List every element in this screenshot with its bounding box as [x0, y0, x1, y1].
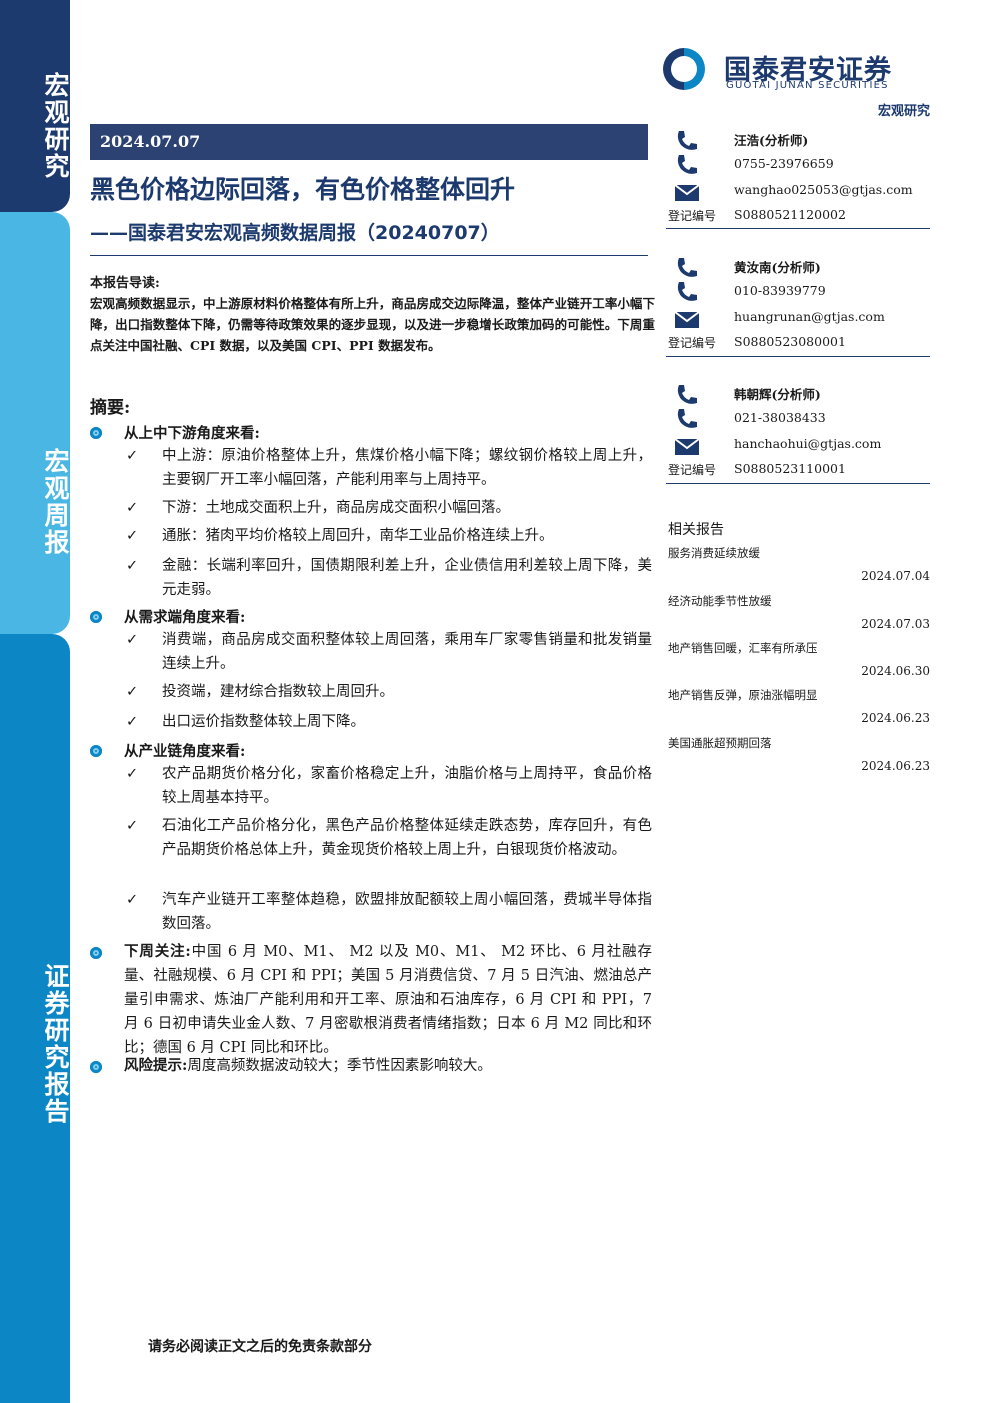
summary-heading: 摘要:	[90, 398, 131, 418]
related-reports-heading: 相关报告	[668, 522, 724, 538]
side-tab-macro-research: 宏观研究	[0, 0, 70, 212]
side-tab-securities-report: 证券研究报告	[0, 634, 70, 1403]
related-report-date: 2024.06.23	[861, 711, 930, 725]
analyst-name: 黄汝南(分析师)	[734, 260, 821, 275]
report-title: 黑色价格边际回落，有色价格整体回升	[90, 175, 516, 204]
list-item-text: 农产品期货价格分化，家畜价格稳定上升，油脂价格与上周持平，食品价格较上周基本持平…	[162, 766, 652, 806]
phone-icon	[677, 258, 697, 277]
logo-text-en: GUOTAI JUNAN SECURITIES	[726, 80, 889, 91]
check-icon: ✓	[126, 714, 139, 730]
related-report-date: 2024.06.23	[861, 759, 930, 773]
report-date: 2024.07.07	[90, 124, 648, 160]
side-tab-macro-weekly: 宏观周报	[0, 212, 70, 634]
logo-mark-icon	[663, 48, 705, 90]
section-title: 从产业链角度来看:	[124, 743, 246, 760]
check-icon: ✓	[126, 448, 139, 464]
list-item-text: 石油化工产品价格分化，黑色产品价格整体延续走跌态势，库存回升，有色产品期货价格总…	[162, 818, 652, 858]
mail-icon	[674, 184, 700, 201]
check-icon: ✓	[126, 818, 139, 834]
report-subtitle: ——国泰君安宏观高频数据周报（20240707）	[90, 222, 500, 244]
list-item-text: 通胀：猪肉平均价格较上周回升，南华工业品价格连续上升。	[162, 528, 554, 544]
related-report-date: 2024.07.03	[861, 617, 930, 631]
risk-label: 风险提示:	[124, 1057, 188, 1074]
analyst-email[interactable]: huangrunan@gtjas.com	[734, 309, 885, 324]
risk-paragraph: 风险提示:周度高频数据波动较大；季节性因素影响较大。	[124, 1054, 652, 1078]
reg-label: 登记编号	[668, 336, 717, 350]
bullet-dot-icon	[90, 427, 102, 439]
analyst-reg-number: S0880521120002	[734, 207, 846, 222]
analyst-phone: 021-38038433	[734, 410, 826, 425]
list-item-text: 汽车产业链开工率整体趋稳，欧盟排放配额较上周小幅回落，费城半导体指数回落。	[162, 892, 652, 932]
check-icon: ✓	[126, 500, 139, 516]
related-report-title[interactable]: 服务消费延续放缓	[668, 546, 760, 560]
section-title: 从需求端角度来看:	[124, 609, 246, 626]
mail-icon	[674, 438, 700, 455]
bullet-dot-icon	[90, 745, 102, 757]
bullet-dot-icon	[90, 947, 102, 959]
check-icon: ✓	[126, 632, 139, 648]
risk-text: 周度高频数据波动较大；季节性因素影响较大。	[187, 1058, 492, 1074]
next-week-text: 中国 6 月 M0、M1、 M2 以及 M0、M1、 M2 环比、6 月社融存量…	[124, 944, 652, 1056]
analyst-name: 韩朝辉(分析师)	[734, 387, 821, 402]
phone-icon	[677, 131, 697, 150]
list-item-text: 出口运价指数整体较上周下降。	[162, 714, 365, 730]
check-icon: ✓	[126, 528, 139, 544]
section-title: 从上中下游角度来看:	[124, 425, 260, 442]
company-logo: 国泰君安证券 GUOTAI JUNAN SECURITIES	[650, 46, 940, 96]
list-item-text: 下游：土地成交面积上升，商品房成交面积小幅回落。	[162, 500, 510, 516]
list-item-text: 投资端，建材综合指数较上周回升。	[162, 684, 394, 700]
related-report-date: 2024.06.30	[861, 664, 930, 678]
guide-text: 宏观高频数据显示，中上游原材料价格整体有所上升，商品房成交边际降温，整体产业链开…	[90, 296, 655, 353]
analyst-reg-number: S0880523080001	[734, 334, 846, 349]
related-report-title[interactable]: 地产销售反弹，原油涨幅明显	[668, 688, 818, 702]
logo-text-cn: 国泰君安证券	[724, 55, 892, 86]
check-icon: ✓	[126, 892, 139, 908]
check-icon: ✓	[126, 684, 139, 700]
guide-heading: 本报告导读:	[90, 276, 160, 291]
disclaimer-footer: 请务必阅读正文之后的免责条款部分	[148, 1339, 372, 1355]
next-week-paragraph: 下周关注:中国 6 月 M0、M1、 M2 以及 M0、M1、 M2 环比、6 …	[124, 940, 652, 1060]
analyst-name: 汪浩(分析师)	[734, 133, 809, 148]
reg-label: 登记编号	[668, 463, 717, 477]
phone-icon	[677, 282, 697, 301]
analyst-divider	[666, 483, 930, 484]
analyst-email[interactable]: wanghao025053@gtjas.com	[734, 182, 913, 197]
check-icon: ✓	[126, 558, 139, 574]
list-item-text: 金融：长端利率回升，国债期限利差上升，企业债信用利差较上周下降，美元走弱。	[162, 558, 652, 598]
phone-icon	[677, 155, 697, 174]
list-item-text: 中上游：原油价格整体上升，焦煤价格小幅下降；螺纹钢价格较上周上升，主要钢厂开工率…	[162, 448, 652, 488]
list-item-text: 消费端，商品房成交面积整体较上周回落，乘用车厂家零售销量和批发销量连续上升。	[162, 632, 652, 672]
analyst-divider	[666, 228, 930, 229]
analyst-phone: 010-83939779	[734, 283, 826, 298]
bullet-dot-icon	[90, 611, 102, 623]
bullet-dot-icon	[90, 1061, 102, 1073]
analyst-phone: 0755-23976659	[734, 156, 834, 171]
phone-icon	[677, 385, 697, 404]
analyst-reg-number: S0880523110001	[734, 461, 846, 476]
next-week-label: 下周关注:	[124, 943, 191, 960]
related-report-title[interactable]: 经济动能季节性放缓	[668, 594, 772, 608]
phone-icon	[677, 409, 697, 428]
related-report-title[interactable]: 美国通胀超预期回落	[668, 736, 772, 750]
header-category: 宏观研究	[877, 104, 930, 119]
mail-icon	[674, 311, 700, 328]
analyst-divider	[666, 356, 930, 357]
check-icon: ✓	[126, 766, 139, 782]
related-report-date: 2024.07.04	[861, 569, 930, 583]
reg-label: 登记编号	[668, 209, 717, 223]
analyst-email[interactable]: hanchaohui@gtjas.com	[734, 436, 882, 451]
related-report-title[interactable]: 地产销售回暖，汇率有所承压	[668, 641, 818, 655]
title-divider	[90, 255, 648, 256]
